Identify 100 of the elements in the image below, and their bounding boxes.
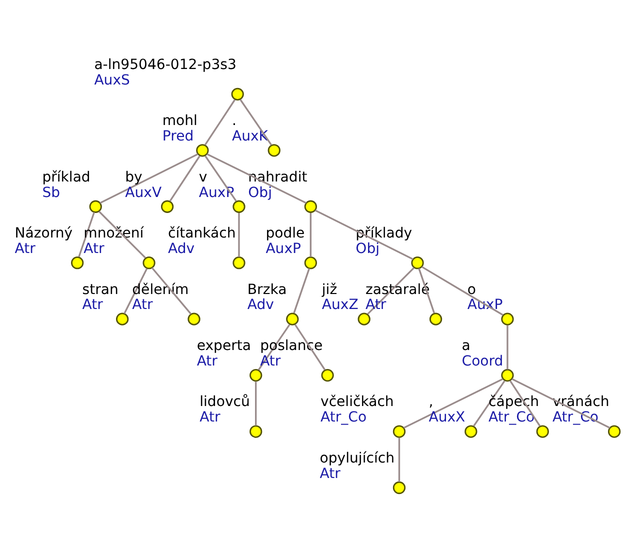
- node-circle: [231, 87, 244, 100]
- node-circle: [142, 256, 156, 269]
- node-label: Atr: [365, 296, 386, 313]
- connector: [238, 212, 240, 256]
- connector: [204, 98, 236, 145]
- node-label: Atr: [260, 352, 281, 369]
- node-circle: [501, 368, 514, 382]
- node-label: čápech: [488, 394, 540, 410]
- node-label: Atr: [200, 409, 220, 426]
- connector: [398, 437, 400, 482]
- connector: [169, 155, 200, 202]
- node-label: Obj: [248, 184, 272, 200]
- node-label: Atr: [14, 240, 36, 257]
- node-circle: [536, 424, 549, 438]
- node-circle: [501, 312, 514, 325]
- node-circle: [232, 256, 246, 269]
- node-circle: [268, 144, 280, 156]
- node-label: vránách: [552, 394, 610, 410]
- node-label: množení: [84, 225, 144, 242]
- node-label: opylujících: [320, 450, 394, 466]
- node-label: lidovců: [200, 394, 250, 410]
- node-label: Brzka: [247, 281, 287, 298]
- connector: [472, 380, 506, 426]
- node-circle: [304, 200, 317, 212]
- node-circle: [160, 200, 174, 212]
- node-label: dělením: [132, 281, 189, 298]
- node-label: stran: [82, 281, 118, 298]
- node-label: a-ln95046-012-p3s3: [94, 56, 236, 72]
- node-label: AuxV: [125, 184, 162, 200]
- node-label: Adv: [168, 240, 195, 257]
- node-label: o: [467, 281, 476, 298]
- connector: [421, 266, 504, 316]
- node-label: Atr_Co: [488, 409, 535, 426]
- node-label: mohl: [162, 112, 198, 129]
- node-label: Atr: [82, 296, 103, 313]
- node-label: příklad: [42, 168, 90, 185]
- node-label: AuxS: [94, 72, 130, 88]
- node-label: Adv: [247, 296, 274, 313]
- node-label: již: [322, 281, 338, 298]
- node-label: a: [462, 338, 470, 354]
- node-label: Atr: [132, 296, 153, 313]
- node-label: poslance: [260, 338, 323, 354]
- node-circle: [71, 256, 84, 269]
- node-label: včeličkách: [320, 394, 394, 410]
- node-label: čítankách: [168, 225, 236, 242]
- node-label: ,: [428, 394, 434, 410]
- node-circle: [464, 424, 478, 438]
- node-label: Coord: [462, 352, 504, 369]
- connector: [204, 155, 237, 202]
- node-circle: [188, 312, 200, 325]
- node-circle: [392, 424, 406, 438]
- node-circle: [304, 256, 317, 269]
- node-circle: [286, 312, 299, 325]
- node-label: AuxK: [232, 128, 268, 144]
- node-circle: [196, 144, 209, 156]
- node-label: Názorný: [14, 225, 73, 242]
- connector: [78, 211, 95, 257]
- connector: [258, 324, 290, 370]
- connector: [240, 98, 272, 145]
- connector: [310, 212, 312, 256]
- node-label: Atr_Co: [320, 409, 367, 426]
- node-circle: [411, 256, 424, 269]
- node-circle: [608, 424, 621, 438]
- node-circle: [358, 312, 370, 325]
- node-label: AuxP: [266, 240, 301, 257]
- node-circle: [232, 200, 246, 212]
- connector: [314, 209, 414, 260]
- node-label: Atr: [84, 240, 104, 257]
- node-label: Pred: [162, 128, 194, 144]
- node-label: by: [125, 168, 142, 185]
- connector: [293, 268, 310, 313]
- connector: [124, 268, 148, 314]
- connector: [98, 210, 146, 258]
- connector: [100, 152, 198, 204]
- node-label: podle: [266, 225, 305, 242]
- connector: [206, 152, 307, 204]
- node-label: AuxP: [467, 296, 503, 313]
- node-circle: [250, 368, 262, 382]
- node-label: zastaralé: [365, 281, 430, 298]
- connector: [512, 378, 610, 428]
- node-circle: [89, 200, 102, 212]
- node-circle: [321, 368, 334, 382]
- node-label: Sb: [42, 184, 60, 200]
- node-label: v: [198, 168, 208, 185]
- node-label: Atr: [320, 465, 340, 482]
- node-label: .: [232, 112, 236, 129]
- node-label: Obj: [356, 240, 380, 257]
- node-label: Atr_Co: [552, 409, 599, 426]
- node-label: příklady: [356, 225, 412, 242]
- node-label: Atr: [196, 352, 218, 369]
- node-label: AuxP: [198, 184, 234, 200]
- connector: [367, 266, 415, 314]
- node-circle: [392, 480, 406, 494]
- connector: [294, 324, 326, 370]
- connector: [255, 381, 257, 426]
- connector: [403, 378, 504, 428]
- connector: [510, 380, 541, 426]
- node-label: experta: [196, 338, 251, 354]
- node-label: AuxZ: [322, 296, 358, 313]
- connector: [418, 268, 435, 313]
